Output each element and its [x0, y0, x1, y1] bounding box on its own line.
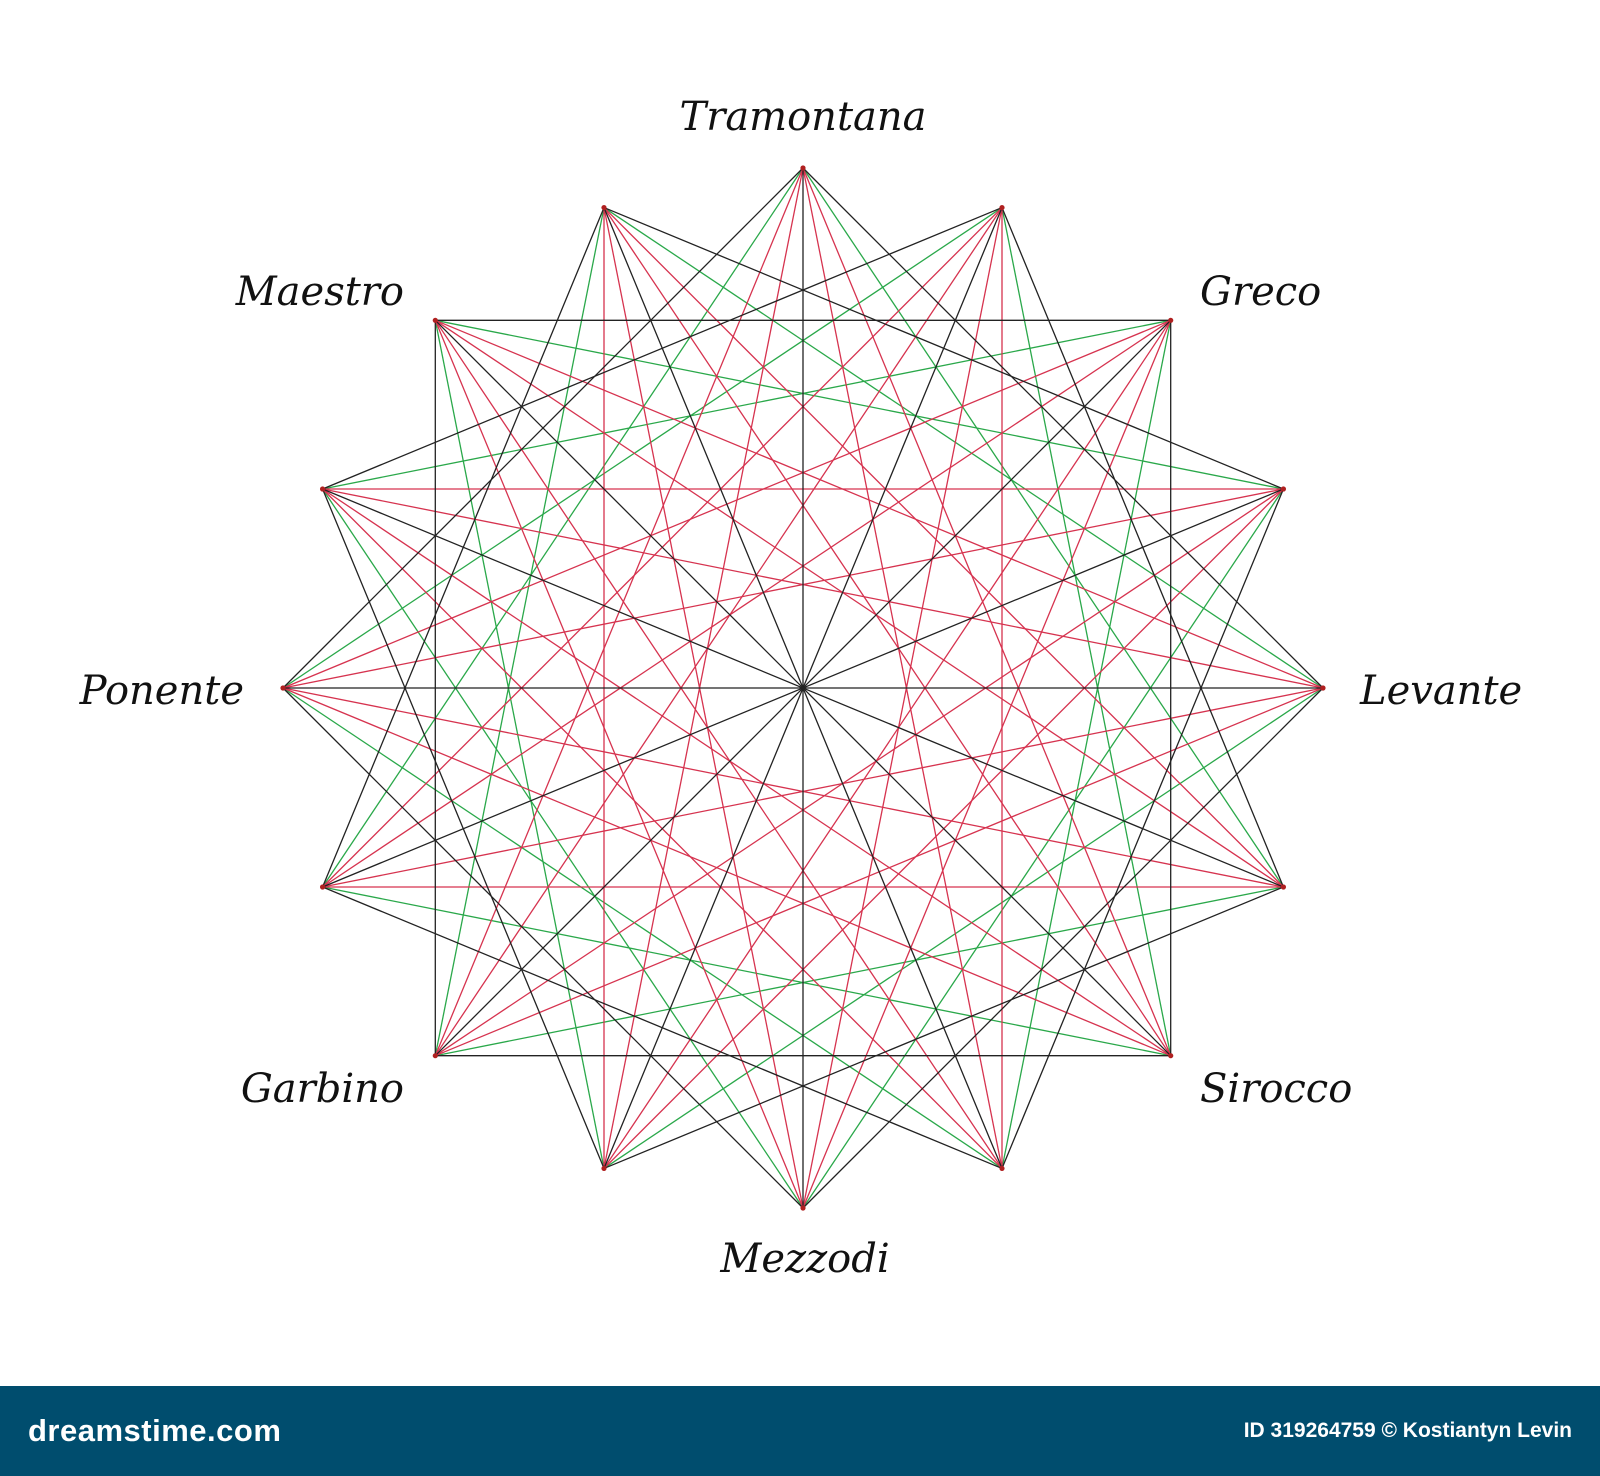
vertex-point	[1168, 317, 1174, 323]
chord-line-green	[282, 207, 1003, 689]
wind-label-greco: Greco	[1200, 269, 1321, 315]
chord-line-red	[322, 319, 1172, 888]
vertex-point	[601, 204, 607, 211]
vertex-point	[601, 1165, 607, 1172]
chord-line-green	[1001, 320, 1172, 1169]
wind-label-maestro: Maestro	[235, 269, 404, 315]
chord-line-red	[434, 488, 1284, 1057]
chord-line-green	[435, 886, 1284, 1057]
wind-label-garbino: Garbino	[241, 1066, 404, 1112]
chord-line-red	[282, 488, 1284, 689]
chord-line-red	[802, 207, 1003, 1209]
vertex-point	[1280, 486, 1287, 492]
vertex-point	[1280, 884, 1287, 890]
chord-line-green	[322, 319, 1171, 490]
wind-label-mezzodi: Mezzodi	[719, 1236, 889, 1282]
vertex-point	[319, 486, 326, 492]
chord-line-red	[603, 207, 1172, 1057]
chord-line-red	[434, 319, 1003, 1169]
chord-line-green	[434, 320, 605, 1169]
vertex-point	[432, 1053, 438, 1059]
chord-line-green	[603, 207, 1324, 689]
chord-line-red	[603, 207, 804, 1209]
wind-label-levante: Levante	[1359, 668, 1522, 714]
chord-line-green	[435, 319, 1284, 490]
wind-label-ponente: Ponente	[79, 668, 244, 714]
chord-line-red	[322, 488, 1172, 1057]
vertex-point	[800, 1205, 806, 1211]
chord-line-red	[282, 687, 1284, 888]
vertex-point	[280, 685, 286, 691]
vertex-point	[999, 1165, 1005, 1172]
vertex-point	[432, 317, 438, 323]
vertex-point	[319, 884, 326, 890]
star-lines	[282, 167, 1324, 1209]
vertex-markers	[280, 165, 1326, 1211]
chord-line-green	[322, 167, 804, 888]
chord-line-red	[322, 488, 1324, 689]
chord-line-green	[322, 886, 1171, 1057]
chord-line-red	[603, 167, 804, 1169]
chord-line-green	[434, 207, 605, 1056]
wind-label-tramontana: Tramontana	[680, 94, 927, 140]
brand-logo-text[interactable]: dreamstime.com	[28, 1413, 282, 1448]
wind-label-sirocco: Sirocco	[1200, 1066, 1352, 1112]
vertex-point	[1168, 1053, 1174, 1059]
diameter-line-black	[603, 207, 1003, 1169]
vertex-point	[1320, 685, 1326, 691]
vertex-point	[800, 165, 806, 171]
image-credit: ID 319264759 © Kostiantyn Levin	[1243, 1419, 1572, 1442]
chord-line-red	[434, 207, 1003, 1057]
wind-rose-diagram: Tramontana Greco Levante Sirocco Mezzodi…	[79, 94, 1523, 1282]
chord-line-green	[282, 687, 1003, 1169]
chord-line-red	[603, 319, 1172, 1169]
chord-line-green	[1001, 207, 1172, 1056]
footer-bar: dreamstime.com ID 319264759 © Kostiantyn…	[0, 1386, 1600, 1476]
chord-line-red	[434, 319, 1284, 888]
chord-line-red	[802, 167, 1003, 1169]
vertex-point	[999, 204, 1005, 211]
chord-line-red	[322, 687, 1324, 888]
